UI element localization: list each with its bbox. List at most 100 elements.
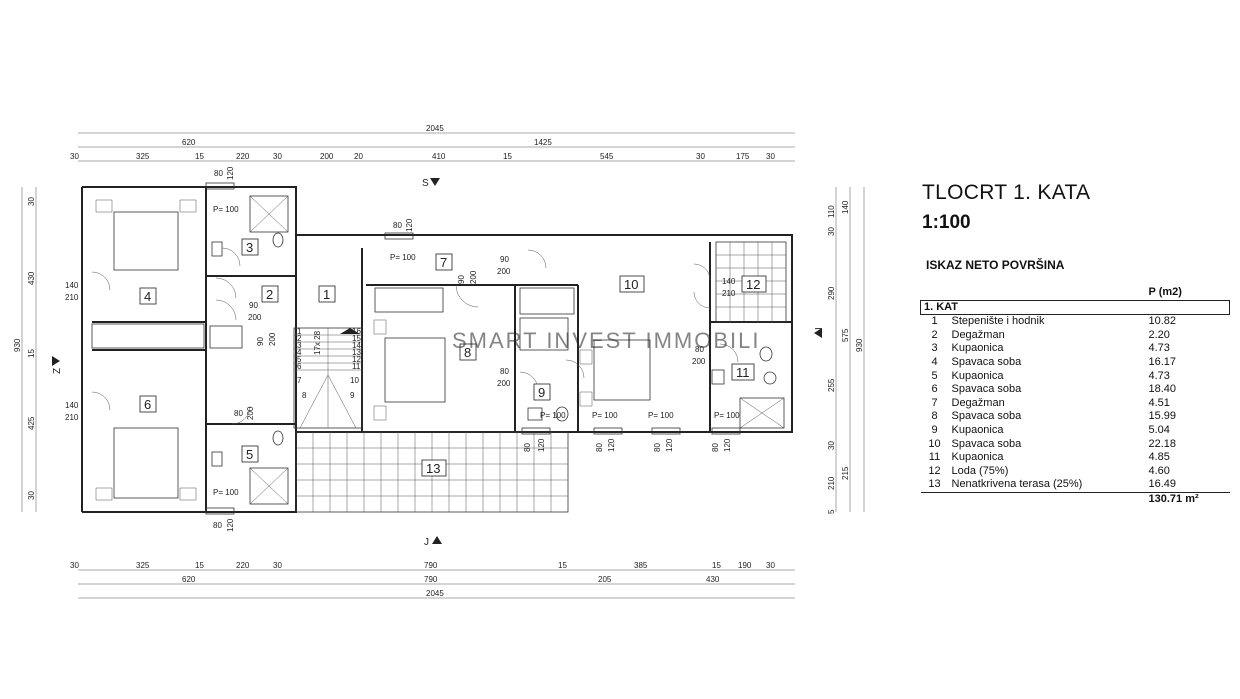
opening-label: 120: [226, 518, 235, 532]
stair-num: 9: [350, 391, 355, 400]
opening-label: 210: [722, 289, 736, 298]
dim-bottom-mid: 430: [706, 575, 720, 584]
room-area-cell: 18.40: [1148, 383, 1177, 396]
room-number: 6: [144, 397, 151, 412]
room-labels: 4 6 3 2 5 1 7 8 9 10 11 12 13: [139, 238, 767, 477]
room-num-cell: 4: [931, 355, 938, 368]
opening-label: 90: [249, 301, 258, 310]
stair-num: 6: [297, 362, 302, 371]
room-area-cell: 16.17: [1148, 355, 1177, 368]
opening-label: 140: [65, 281, 79, 290]
room-name-cell: Degažman: [951, 328, 1005, 341]
building-walls: [81, 186, 793, 513]
opening-label: 200: [497, 267, 511, 276]
shower-icon: [739, 397, 785, 429]
dim-bottom-detail: 30: [766, 561, 775, 570]
room-num-cell: 9: [931, 423, 938, 436]
terrace-grid: [295, 431, 569, 513]
room-num-cell: 10: [928, 437, 941, 450]
opening-label: P= 100: [540, 411, 566, 420]
room-number: 3: [246, 240, 253, 255]
dim-right-detail: 110: [827, 205, 836, 218]
room-num-cell: 3: [931, 342, 938, 355]
wardrobe: [91, 323, 205, 349]
opening-label: 80: [711, 443, 720, 452]
left-dimensions: 930 30 430 15 425 30: [13, 187, 37, 512]
room-num-cell: 5: [931, 369, 938, 382]
dim-top-detail: 30: [696, 152, 705, 161]
orientation-east-label: I: [814, 327, 825, 330]
bed-room-8: [384, 337, 446, 403]
dim-top-detail: 200: [320, 152, 334, 161]
plan-scale: 1:100: [922, 212, 971, 233]
opening-label: 90: [457, 275, 466, 284]
doors: [91, 247, 739, 425]
dim-top-detail: 20: [354, 152, 363, 161]
room-name-cell: Stepenište i hodnik: [951, 315, 1045, 328]
room-number: 13: [426, 461, 440, 476]
area-unit-header: P (m2): [1148, 286, 1182, 298]
room-name-cell: Kupaonica: [951, 342, 1004, 355]
opening-label: 210: [65, 293, 79, 302]
dim-bottom-detail: 15: [558, 561, 567, 570]
sink-icon: [711, 369, 725, 385]
room-number: 11: [736, 365, 750, 380]
dim-top-detail: 15: [195, 152, 204, 161]
room-number: 8: [464, 345, 471, 360]
room-number: 9: [538, 385, 545, 400]
dim-top-detail: 30: [70, 152, 79, 161]
plan-title: TLOCRT 1. KATA: [922, 181, 1091, 204]
dim-left-detail: 30: [27, 197, 36, 206]
bed-room-10: [593, 339, 651, 401]
opening-label: 80: [393, 221, 402, 230]
stair-num: 2: [297, 334, 302, 343]
opening-label: 120: [607, 438, 616, 452]
arrow-down-icon: [430, 178, 440, 186]
stair-num: 10: [350, 376, 359, 385]
opening-label: 80: [234, 409, 243, 418]
stair-num: 4: [297, 348, 302, 357]
room-number: 4: [144, 289, 151, 304]
room-area-cell: 4.60: [1148, 464, 1170, 477]
room-number: 7: [440, 255, 447, 270]
opening-label: 200: [497, 379, 511, 388]
opening-label: 120: [226, 166, 235, 180]
dim-right-detail: 5: [827, 509, 836, 514]
title-block: TLOCRT 1. KATA 1:100 ISKAZ NETO POVRŠINA: [922, 180, 1232, 272]
stair-num: 11: [352, 362, 361, 371]
opening-label: P= 100: [390, 253, 416, 262]
dim-right-mid: 140: [841, 200, 850, 214]
dim-bottom-detail: 15: [195, 561, 204, 570]
wardrobe: [374, 287, 444, 313]
dim-right-overall: 930: [855, 338, 864, 352]
sink-icon: [527, 407, 543, 421]
room-num-cell: 8: [931, 410, 938, 423]
opening-label: 80: [213, 521, 222, 530]
opening-label: 90: [500, 255, 509, 264]
opening-label: 120: [665, 438, 674, 452]
dim-bottom-overall: 2045: [426, 589, 444, 598]
room-num-cell: 13: [928, 478, 941, 491]
dim-top-detail: 220: [236, 152, 250, 161]
dim-top-detail: 175: [736, 152, 750, 161]
staircase: 1 2 3 4 5 6 7 8 9 10 11 12 13 14 15 16 1…: [293, 327, 363, 429]
dim-top-detail: 325: [136, 152, 150, 161]
stair-arrow-icon: [340, 328, 360, 334]
dim-bottom-detail: 325: [136, 561, 150, 570]
opening-label: 200: [268, 332, 277, 346]
stair-num: 15: [352, 334, 361, 343]
room-number: 5: [246, 447, 253, 462]
dim-right-mid: 215: [841, 466, 850, 480]
stair-num: 16: [352, 327, 361, 336]
opening-label: 90: [256, 337, 265, 346]
room-number: 2: [266, 287, 273, 302]
room-area-cell: 10.82: [1148, 315, 1177, 328]
opening-label: 80: [695, 345, 704, 354]
room-area-cell: 16.49: [1148, 478, 1177, 491]
dim-right-detail: 210: [827, 476, 836, 490]
room-name-cell: Kupaonica: [951, 423, 1004, 436]
dim-right-detail: 255: [827, 378, 836, 392]
